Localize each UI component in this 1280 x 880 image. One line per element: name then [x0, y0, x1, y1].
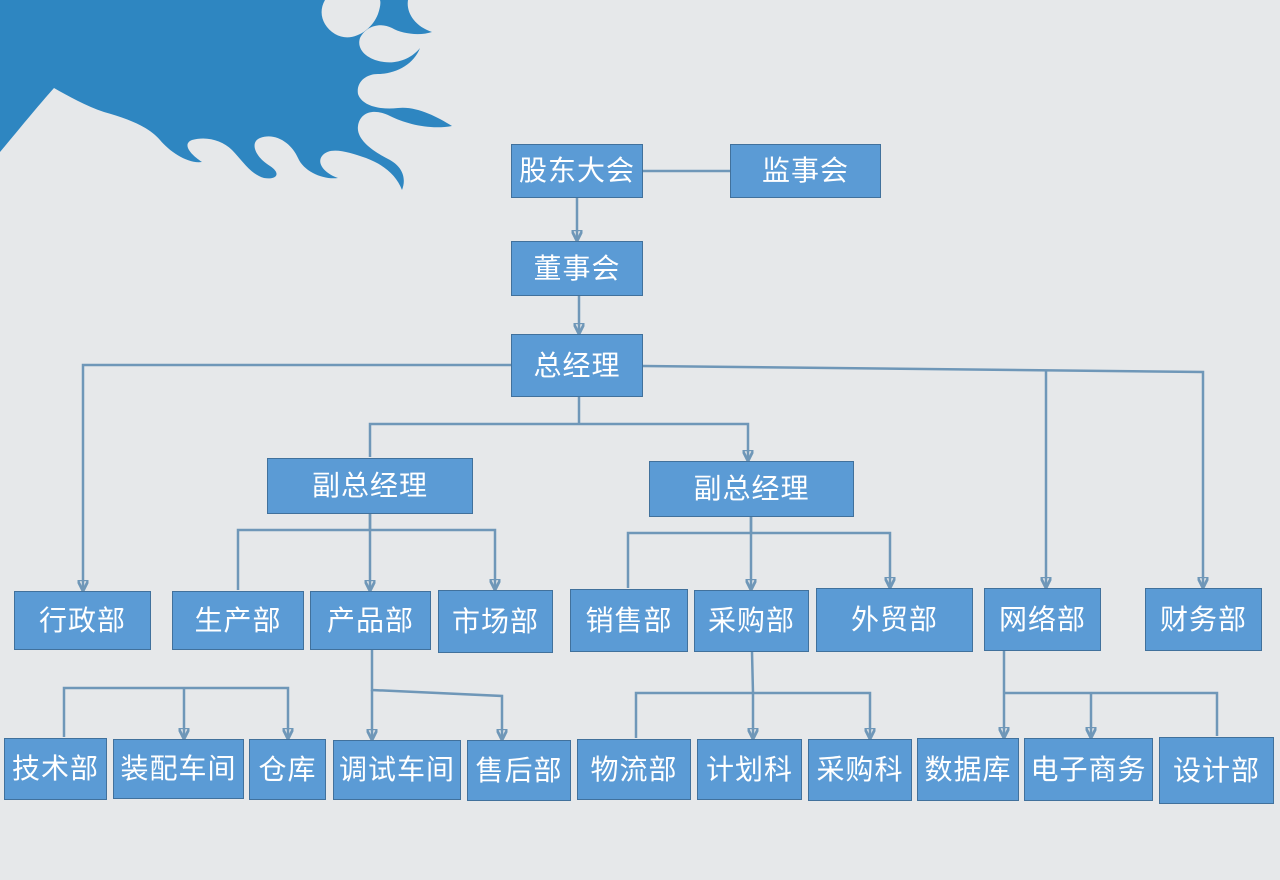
node-planning-section: 计划科 [697, 739, 802, 800]
connector-product-subunits [370, 650, 502, 739]
node-purchasing-section: 采购科 [808, 739, 912, 801]
node-general-manager: 总经理 [511, 334, 643, 397]
node-deputy-gm-left: 副总经理 [267, 458, 473, 514]
node-database: 数据库 [917, 738, 1019, 801]
node-shareholders-meeting: 股东大会 [511, 144, 643, 198]
node-supervisory-board: 监事会 [730, 144, 881, 198]
connector-network-subunits [1004, 651, 1219, 737]
node-warehouse: 仓库 [249, 739, 326, 800]
node-foreign-trade-dept: 外贸部 [816, 588, 973, 652]
connector-gm-deputies [368, 397, 748, 460]
node-network-dept: 网络部 [984, 588, 1101, 651]
node-procurement-dept: 采购部 [694, 590, 809, 652]
connector-deputy-right-children [626, 517, 890, 588]
node-e-commerce: 电子商务 [1024, 738, 1153, 801]
blue-splash-decoration [0, 0, 452, 190]
node-deputy-gm-right: 副总经理 [649, 461, 854, 517]
node-product-dept: 产品部 [310, 591, 431, 650]
node-debugging-workshop: 调试车间 [333, 740, 461, 800]
node-production-dept: 生产部 [172, 591, 304, 650]
node-finance-dept: 财务部 [1145, 588, 1262, 651]
connector-production-subunits [62, 686, 288, 738]
node-technology-dept: 技术部 [4, 738, 107, 800]
node-sales-dept: 销售部 [570, 589, 688, 652]
node-assembly-workshop: 装配车间 [113, 739, 244, 799]
node-after-sales-dept: 售后部 [467, 740, 571, 801]
connector-deputy-left-children [236, 514, 495, 590]
node-logistics-dept: 物流部 [577, 739, 691, 800]
node-design-dept: 设计部 [1159, 737, 1274, 804]
node-marketing-dept: 市场部 [438, 590, 553, 653]
connector-procurement-subunits [634, 651, 870, 738]
node-board-of-directors: 董事会 [511, 241, 643, 296]
node-administration-dept: 行政部 [14, 591, 151, 650]
